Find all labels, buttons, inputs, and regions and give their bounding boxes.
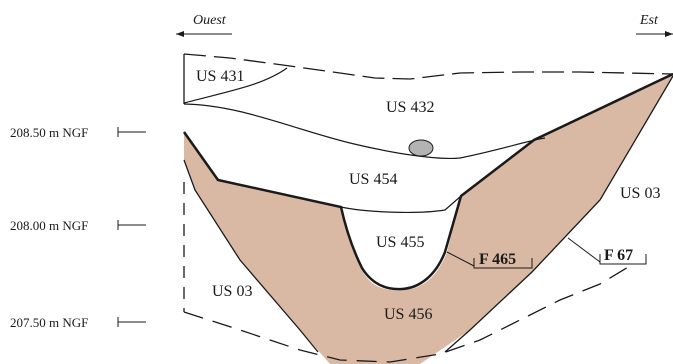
stone-icon — [408, 139, 434, 157]
us431-label: US 431 — [196, 68, 244, 85]
east-arrow-head — [665, 31, 673, 37]
f465-box — [473, 258, 533, 269]
us454-top — [183, 103, 546, 159]
f465-label: F 465 — [479, 251, 516, 268]
f465-leader — [446, 251, 475, 267]
pit-outline — [182, 72, 673, 291]
bottom-boundary — [183, 265, 631, 363]
elevation-tick-1 — [117, 127, 146, 137]
us456-label: US 456 — [384, 306, 432, 323]
elevation-label-3: 207.50 m NGF — [10, 315, 88, 330]
us456-fill — [184, 74, 673, 364]
us03-right-label: US 03 — [620, 185, 660, 202]
elevation-tick-2 — [117, 220, 146, 230]
f67-outline — [183, 159, 319, 353]
elevation-tick-3 — [117, 317, 146, 327]
us03-left-label: US 03 — [212, 283, 252, 300]
west-arrow-head — [176, 31, 184, 37]
us454-label: US 454 — [349, 171, 397, 188]
east-label: Est — [639, 13, 659, 28]
f67-leader — [567, 237, 601, 263]
us432-label: US 432 — [386, 99, 434, 116]
elevation-label-1: 208.50 m NGF — [10, 125, 88, 140]
f67-label: F 67 — [604, 247, 633, 264]
f67-box — [599, 254, 647, 265]
f67-outline-right — [444, 75, 673, 353]
west-label: Ouest — [193, 13, 227, 28]
elevation-label-2: 208.00 m NGF — [10, 218, 88, 233]
top-surface — [183, 53, 673, 80]
us455-top — [340, 195, 462, 213]
us455-label: US 455 — [376, 234, 424, 251]
us455-fill — [341, 196, 461, 290]
us431-lens — [183, 67, 288, 104]
